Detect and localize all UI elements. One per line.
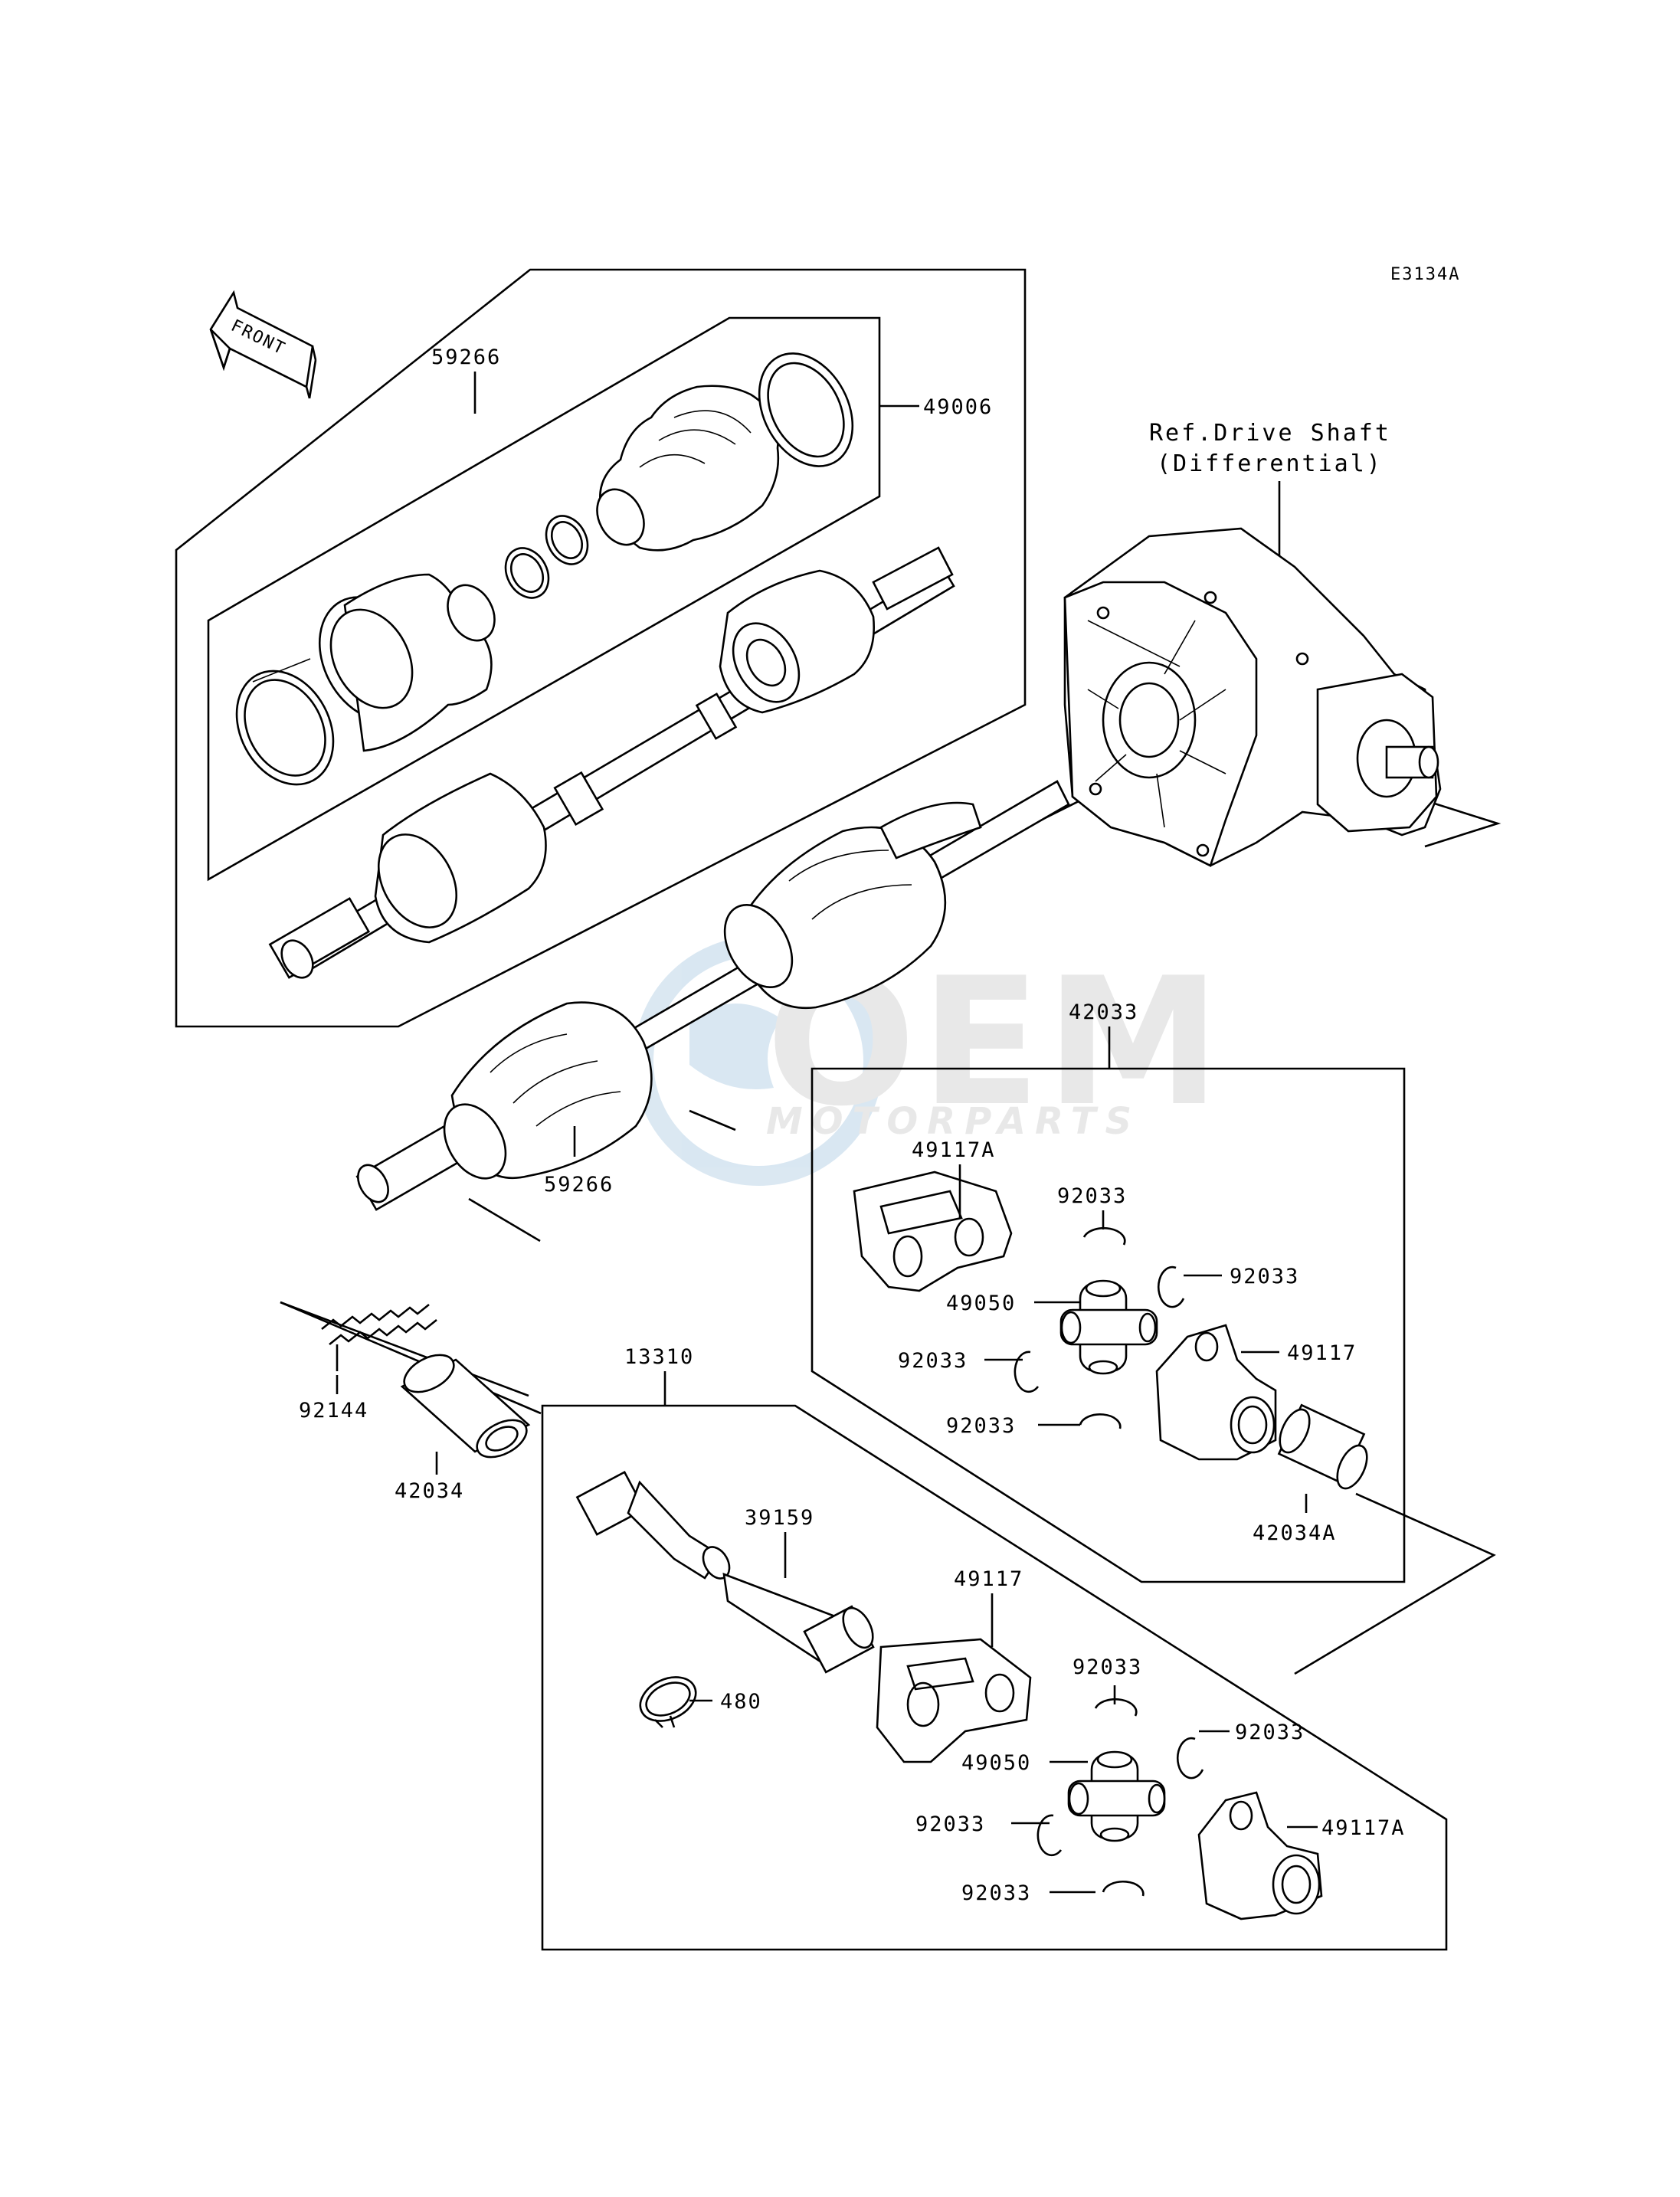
front-arrow-icon: FRONT [209,290,317,399]
kit-59266-outline [175,268,1027,1028]
reference-line-1: Ref.Drive Shaft [1149,420,1391,447]
snap-ring-92033-f [1176,1737,1204,1780]
snap-ring-92033-c [1014,1351,1040,1393]
part-label-49006[interactable]: 49006 [923,395,993,419]
snap-ring-92033-h [1102,1881,1145,1897]
part-label-92033-a[interactable]: 92033 [1057,1184,1127,1208]
part-label-42034A[interactable]: 42034A [1253,1521,1337,1545]
boot-band-small-1 [504,547,550,599]
part-label-49117-lower[interactable]: 49117 [954,1567,1023,1591]
part-label-42033[interactable]: 42033 [1069,1000,1138,1024]
snap-ring-92033-b [1157,1265,1185,1308]
reference-line-2: (Differential) [1157,450,1383,477]
part-label-92033-d[interactable]: 92033 [946,1414,1016,1438]
sleeve-42034 [400,1354,531,1459]
snap-ring-92033-e [1094,1698,1138,1717]
part-label-13310[interactable]: 13310 [624,1345,694,1369]
part-label-92033-c[interactable]: 92033 [898,1349,968,1373]
part-label-49117-upper[interactable]: 49117 [1287,1341,1357,1365]
part-label-42034[interactable]: 42034 [395,1479,464,1503]
yoke-49117-lower [876,1638,1032,1763]
cv-boot-outer [318,573,496,752]
part-label-59266-lower[interactable]: 59266 [544,1173,614,1197]
part-label-92033-h[interactable]: 92033 [961,1881,1031,1905]
kit-42033-outline [811,1067,1406,1583]
propeller-shaft-13310 [575,1470,731,1580]
watermark-sub: MOTORPARTS [766,1100,1141,1143]
boot-clamp-large [235,658,335,786]
snap-ring-92033-a [1082,1226,1126,1246]
part-label-92033-b[interactable]: 92033 [1230,1265,1299,1288]
leader-lines [336,372,1318,1894]
snap-ring-92033-g [1036,1814,1063,1857]
snap-ring-92033-d [1079,1413,1122,1429]
boot-band-small-2 [545,515,589,565]
yoke-shaft-39159 [722,1573,875,1674]
part-label-39159[interactable]: 39159 [745,1506,814,1530]
kit-13310-outline [541,1404,1448,1951]
diagram-code: E3134A [1390,265,1460,284]
differential-housing [1063,527,1442,867]
part-label-92033-e[interactable]: 92033 [1073,1655,1142,1679]
part-label-92033-g[interactable]: 92033 [915,1812,985,1836]
boot-clamp-large-2 [758,352,854,467]
yoke-49117-upper [1155,1324,1277,1461]
circlip-480 [639,1676,697,1728]
part-label-92033-f[interactable]: 92033 [1235,1721,1305,1744]
cross-49050-lower [1067,1750,1166,1842]
part-label-59266-upper[interactable]: 59266 [431,345,501,369]
cross-49050-upper [1059,1279,1158,1375]
spring-92144 [321,1303,437,1371]
yoke-49117A-upper [853,1171,1013,1292]
part-label-49050-upper[interactable]: 49050 [946,1292,1016,1315]
part-label-49117A-upper[interactable]: 49117A [912,1138,996,1162]
part-label-92144[interactable]: 92144 [299,1399,368,1423]
drive-shaft-upper [268,546,955,979]
part-label-480[interactable]: 480 [720,1690,762,1714]
part-label-49117A-lower[interactable]: 49117A [1321,1816,1406,1840]
kit-49006-outline [207,316,881,882]
cv-boot-inner [596,385,780,552]
spline-42034A [1277,1403,1368,1490]
drive-shaft-lower [355,780,1070,1211]
part-label-49050-lower[interactable]: 49050 [961,1751,1031,1775]
yoke-49117A-lower [1197,1791,1323,1920]
